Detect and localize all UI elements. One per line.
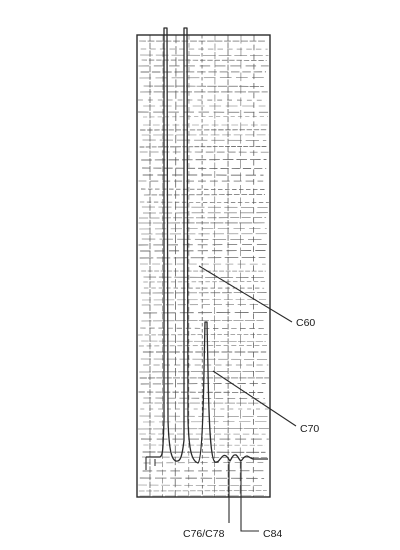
grid-line-horizontal	[143, 462, 264, 464]
grid-line-horizontal	[143, 276, 265, 278]
grid-line-horizontal	[142, 167, 267, 169]
grid-line-horizontal	[139, 415, 268, 417]
grid-line-horizontal	[141, 299, 267, 301]
peak-label-c76-c78: C76/C78	[183, 528, 225, 540]
grid-line-horizontal	[139, 371, 265, 373]
peak-label-c84: C84	[263, 528, 283, 540]
chart-paper-grid	[137, 34, 270, 498]
grid-line-horizontal	[143, 312, 269, 314]
grid-line-horizontal	[141, 238, 264, 240]
grid-line-horizontal	[140, 188, 267, 190]
grid-line-horizontal	[141, 304, 269, 306]
grid-line-vertical	[252, 34, 255, 498]
grid-line-horizontal	[140, 327, 268, 329]
grid-line-horizontal	[141, 159, 267, 161]
grid-line-horizontal	[141, 320, 264, 322]
grid-line-horizontal	[139, 201, 269, 203]
grid-line-vertical	[214, 34, 216, 498]
chromatogram-trace	[146, 27, 268, 464]
grid-line-horizontal	[138, 334, 268, 336]
chart-paper-border	[136, 34, 271, 498]
grid-line-horizontal	[141, 340, 266, 342]
grid-line-horizontal	[139, 146, 267, 148]
leader-c84	[240, 462, 259, 532]
grid-line-vertical	[239, 34, 242, 498]
grid-line-horizontal	[138, 484, 265, 486]
peak-label-c70: C70	[300, 423, 320, 435]
grid-line-horizontal	[140, 54, 269, 56]
grid-line-horizontal	[138, 345, 268, 347]
peak-label-c60: C60	[296, 317, 316, 329]
grid-line-vertical	[162, 34, 164, 498]
grid-line-vertical	[174, 34, 177, 498]
leader-c70	[212, 370, 297, 427]
grid-line-horizontal	[142, 116, 269, 118]
leader-c60	[198, 265, 293, 323]
grid-line-horizontal	[139, 228, 267, 230]
